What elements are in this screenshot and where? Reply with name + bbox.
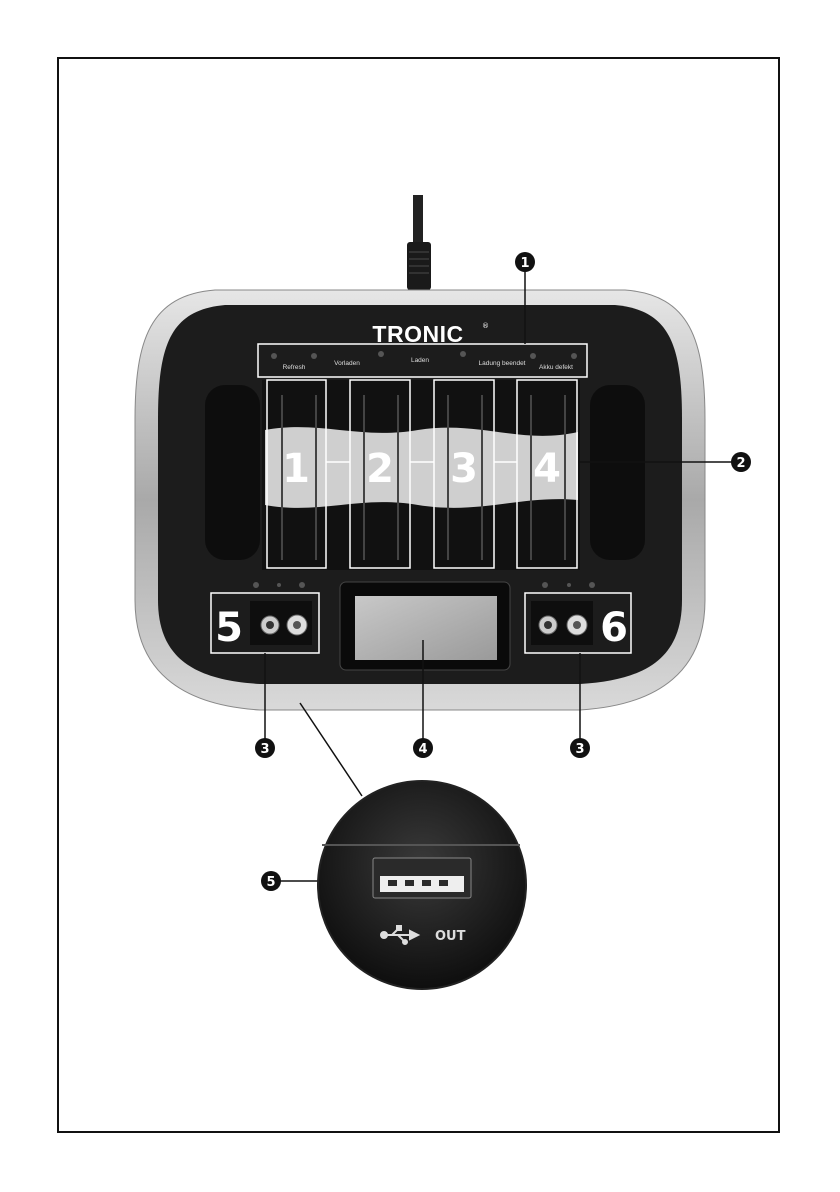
led-label-ladung-beendet: Ladung beendet bbox=[479, 360, 526, 367]
svg-text:1: 1 bbox=[520, 256, 529, 271]
brand-registered-mark: ® bbox=[482, 322, 489, 330]
slot-number-3: 3 bbox=[450, 446, 478, 492]
led-label-refresh: Refresh bbox=[283, 364, 306, 371]
usb-out-label: OUT bbox=[435, 929, 466, 944]
slot-number-2: 2 bbox=[366, 446, 394, 492]
led-label-laden: Laden bbox=[411, 357, 429, 364]
left-recess bbox=[205, 385, 260, 560]
led-laden bbox=[378, 351, 384, 357]
led-refresh bbox=[271, 353, 277, 359]
nine-volt-right-number: 6 bbox=[600, 605, 628, 651]
svg-text:4: 4 bbox=[418, 742, 427, 757]
brand-logo: TRONIC bbox=[372, 321, 463, 347]
led-ladung-beendet bbox=[460, 351, 466, 357]
nine-volt-left-number: 5 bbox=[215, 605, 243, 651]
led-vorladen bbox=[311, 353, 317, 359]
led-label-akku-defekt: Akku defekt bbox=[539, 364, 573, 371]
svg-text:2: 2 bbox=[736, 456, 745, 471]
lcd-screen bbox=[355, 596, 497, 660]
svg-text:3: 3 bbox=[260, 742, 269, 757]
slot-number-1: 1 bbox=[282, 446, 310, 492]
led-akku-defekt bbox=[530, 353, 536, 359]
slot-number-4: 4 bbox=[533, 446, 561, 492]
svg-text:3: 3 bbox=[575, 742, 584, 757]
right-recess bbox=[590, 385, 645, 560]
svg-text:5: 5 bbox=[266, 875, 275, 890]
led-label-vorladen: Vorladen bbox=[334, 360, 360, 367]
led-extra bbox=[571, 353, 577, 359]
